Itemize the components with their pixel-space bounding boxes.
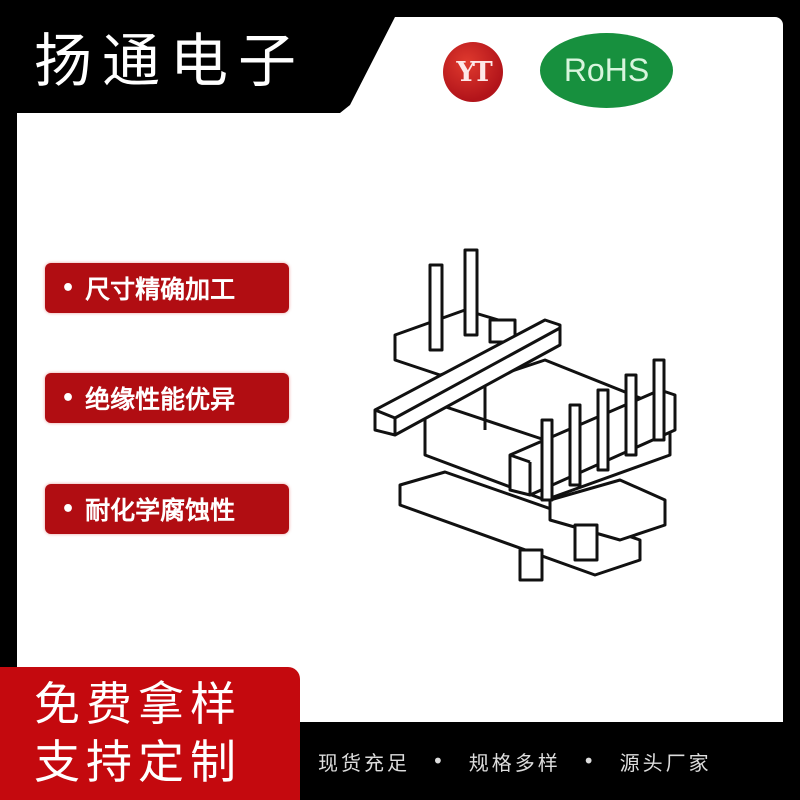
footer-strip: 现货充足 • 规格多样 • 源头厂家 <box>300 722 800 800</box>
feature-badge: • 耐化学腐蚀性 <box>45 484 289 534</box>
bullet-icon: • <box>61 385 76 411</box>
bullet-icon: • <box>61 275 76 301</box>
cta-line-2: 支持定制 <box>34 735 242 789</box>
feature-label: 尺寸精确加工 <box>85 275 236 304</box>
transformer-bobbin-icon <box>373 248 677 582</box>
feature-label: 耐化学腐蚀性 <box>85 496 236 525</box>
cta-free-sample: 免费拿样 支持定制 <box>0 667 300 800</box>
footer-item: 规格多样 <box>468 750 561 775</box>
footer-item: 源头厂家 <box>619 750 712 775</box>
feature-badge: • 绝缘性能优异 <box>45 373 289 423</box>
feature-badge: • 尺寸精确加工 <box>45 263 289 313</box>
rohs-badge-icon: RoHS <box>540 33 673 108</box>
feature-label: 绝缘性能优异 <box>85 385 236 414</box>
brand-title: 扬通电子 <box>34 27 307 95</box>
separator-dot-icon: • <box>432 749 447 773</box>
header-tab <box>0 0 400 113</box>
bullet-icon: • <box>61 496 76 522</box>
yt-logo-icon: YT <box>443 42 503 102</box>
cta-line-1: 免费拿样 <box>34 677 242 731</box>
separator-dot-icon: • <box>582 749 598 773</box>
footer-item: 现货充足 <box>318 750 410 775</box>
